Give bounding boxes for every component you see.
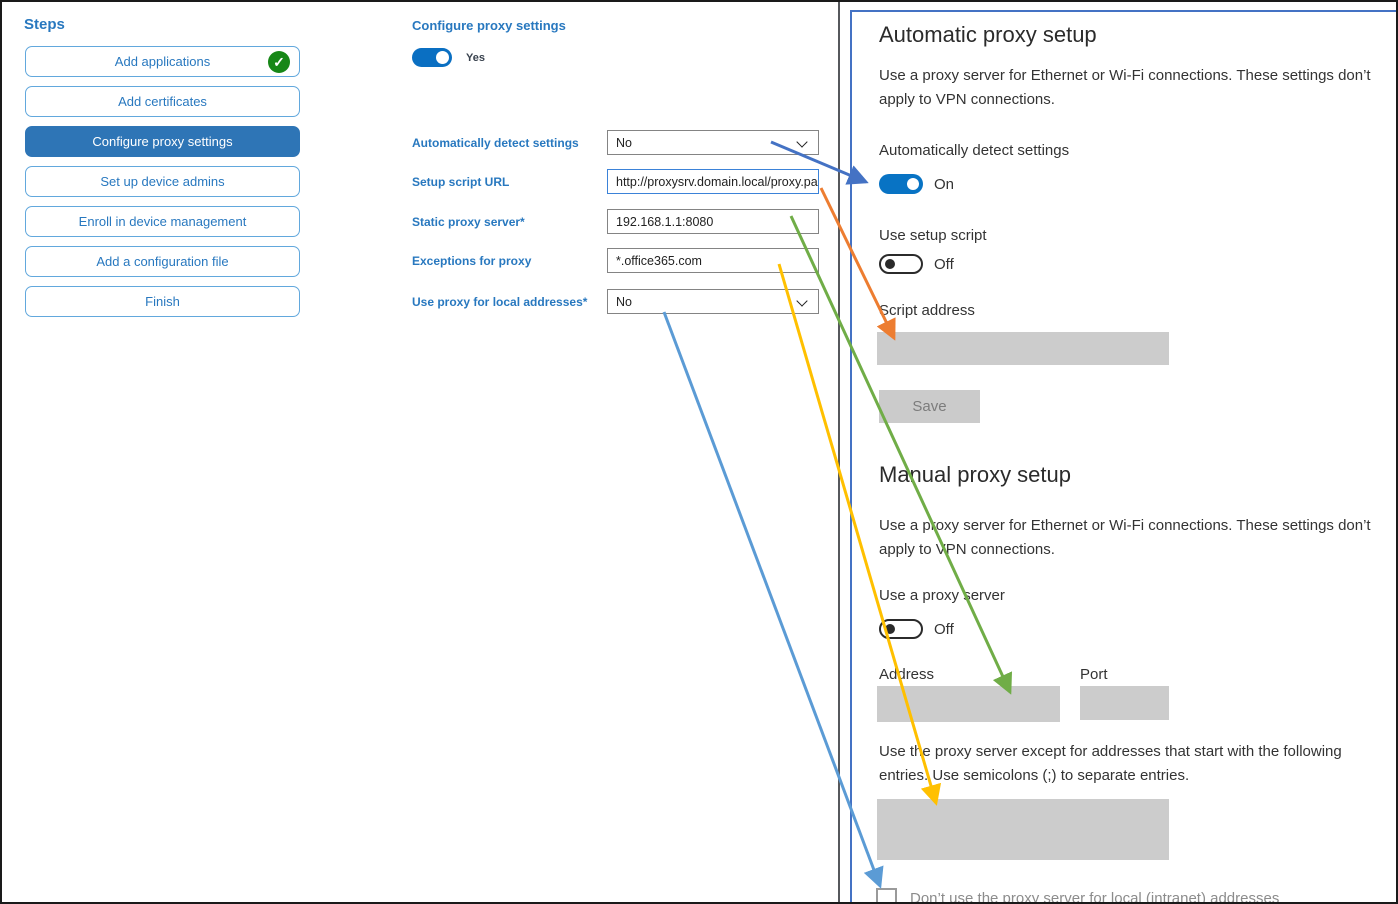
step-add-applications[interactable]: Add applications ✓	[25, 46, 300, 77]
detect-settings-toggle[interactable]	[879, 174, 923, 194]
input-value: 192.168.1.1:8080	[616, 214, 714, 229]
input-value: *.office365.com	[616, 253, 702, 268]
address-label: Address	[879, 666, 935, 683]
port-label: Port	[1080, 666, 1108, 683]
step-label: Add applications	[114, 54, 211, 69]
step-label: Enroll in device management	[78, 214, 247, 229]
step-label: Configure proxy settings	[92, 134, 233, 149]
toggle-state-label: Yes	[466, 51, 485, 64]
script-address-input[interactable]	[877, 332, 1169, 365]
toggle-knob	[885, 624, 895, 634]
manual-proxy-description: Use a proxy server for Ethernet or Wi-Fi…	[879, 517, 1371, 558]
steps-list: Add applications ✓ Add certificates Conf…	[25, 46, 300, 317]
automatically-detect-settings-dropdown[interactable]: No	[607, 130, 819, 155]
use-proxy-for-local-addresses-dropdown[interactable]: No	[607, 289, 819, 314]
chevron-down-icon	[796, 136, 808, 148]
setup-script-url-input[interactable]: http://proxysrv.domain.local/proxy.pa	[607, 169, 819, 194]
step-add-a-configuration-file[interactable]: Add a configuration file	[25, 246, 300, 277]
toggle-knob	[436, 51, 449, 64]
use-proxy-server-state: Off	[934, 621, 954, 638]
toggle-knob	[907, 178, 919, 190]
step-add-certificates[interactable]: Add certificates	[25, 86, 300, 117]
exceptions-for-proxy-input[interactable]: *.office365.com	[607, 248, 819, 273]
completed-check-icon: ✓	[268, 51, 290, 73]
label-setup-script-url: Setup script URL	[412, 175, 510, 189]
label-use-proxy-for-local-addresses: Use proxy for local addresses*	[412, 295, 588, 309]
step-enroll-in-device-management[interactable]: Enroll in device management	[25, 206, 300, 237]
chevron-down-icon	[796, 295, 808, 307]
label-automatically-detect-settings: Automatically detect settings	[412, 136, 579, 150]
dropdown-value: No	[616, 135, 632, 150]
step-label: Add a configuration file	[96, 254, 229, 269]
detect-settings-label: Automatically detect settings	[879, 142, 1070, 159]
static-proxy-server-input[interactable]: 192.168.1.1:8080	[607, 209, 819, 234]
steps-title: Steps	[24, 16, 65, 33]
use-setup-script-label: Use setup script	[879, 227, 987, 244]
step-label: Add certificates	[118, 94, 207, 109]
detect-settings-state: On	[934, 176, 955, 193]
label-static-proxy-server: Static proxy server*	[412, 215, 525, 229]
configure-proxy-toggle[interactable]	[412, 48, 452, 67]
toggle-knob	[885, 259, 895, 269]
automatic-proxy-setup-heading: Automatic proxy setup	[879, 22, 1097, 47]
use-proxy-server-label: Use a proxy server	[879, 587, 1005, 604]
step-label: Finish	[145, 294, 180, 309]
input-value: http://proxysrv.domain.local/proxy.pa	[616, 174, 818, 189]
address-input[interactable]	[877, 686, 1060, 722]
configure-proxy-toggle-row: Yes	[412, 48, 485, 67]
local-addresses-checkbox-label: Don’t use the proxy server for local (in…	[910, 890, 1280, 904]
exceptions-textarea[interactable]	[877, 799, 1169, 860]
panel-divider	[838, 2, 840, 902]
dropdown-value: No	[616, 294, 632, 309]
save-button[interactable]: Save	[879, 390, 980, 423]
exceptions-description: Use the proxy server except for addresse…	[879, 743, 1342, 784]
use-proxy-server-toggle[interactable]	[879, 619, 923, 639]
automatic-proxy-description: Use a proxy server for Ethernet or Wi-Fi…	[879, 67, 1371, 108]
step-set-up-device-admins[interactable]: Set up device admins	[25, 166, 300, 197]
manual-proxy-setup-heading: Manual proxy setup	[879, 462, 1071, 487]
use-setup-script-state: Off	[934, 256, 954, 273]
local-addresses-mapping-arrow	[662, 311, 884, 889]
port-input[interactable]	[1080, 686, 1169, 720]
label-exceptions-for-proxy: Exceptions for proxy	[412, 254, 532, 268]
step-label: Set up device admins	[100, 174, 225, 189]
use-setup-script-toggle[interactable]	[879, 254, 923, 274]
local-addresses-checkbox[interactable]	[876, 888, 897, 902]
step-configure-proxy-settings[interactable]: Configure proxy settings	[25, 126, 300, 157]
step-finish[interactable]: Finish	[25, 286, 300, 317]
form-title: Configure proxy settings	[412, 18, 566, 33]
script-address-label: Script address	[879, 302, 975, 319]
